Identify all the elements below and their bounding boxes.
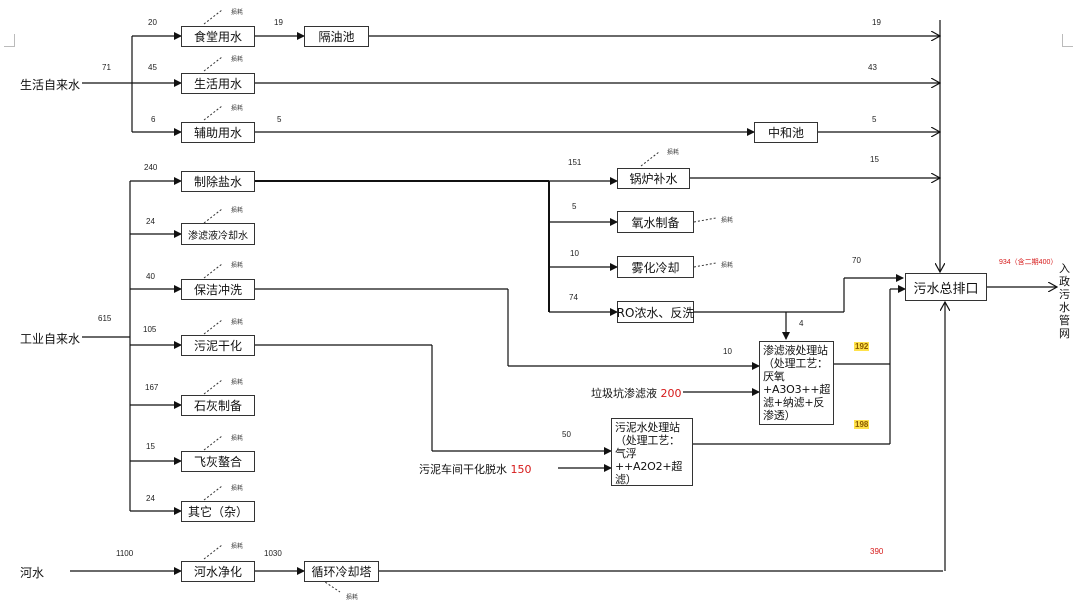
- landfill-leachate-input: 垃圾坑渗滤液 200: [591, 387, 682, 400]
- flow-canteen-to-outlet: 19: [872, 18, 881, 27]
- flow-sludge-station-out: 198: [854, 420, 870, 429]
- flow-cleaning-to-leachate: 10: [723, 347, 732, 356]
- loss-label-sludge-drying: 损耗: [231, 320, 244, 326]
- flow-desalting-in: 240: [144, 163, 158, 172]
- flow-cooling-out: 390: [870, 547, 884, 556]
- flow-industrial-in: 615: [98, 314, 112, 323]
- box-sludge-drying: 污泥干化: [181, 335, 255, 356]
- corner-mark-right: [1062, 34, 1073, 47]
- flow-leachate-cool-in: 24: [146, 217, 155, 226]
- flow-canteen-out: 19: [274, 18, 283, 27]
- corner-mark-left: [4, 34, 15, 47]
- box-cooling-tower: 循环冷却塔: [304, 561, 379, 582]
- loss-label-living: 损耗: [231, 57, 244, 63]
- box-neutralization-tank: 中和池: [754, 122, 818, 143]
- loss-label-auxiliary: 损耗: [231, 106, 244, 112]
- flow-ro-in: 74: [569, 293, 578, 302]
- flow-atomize-in: 10: [570, 249, 579, 258]
- flow-living-to-outlet: 43: [868, 63, 877, 72]
- flow-boiler-in: 151: [568, 158, 582, 167]
- loss-label-cooling-tower: 损耗: [346, 595, 359, 601]
- loss-label-boiler: 损耗: [667, 150, 680, 156]
- flow-ro-to-outlet: 70: [852, 256, 861, 265]
- loss-label-lime: 损耗: [231, 380, 244, 386]
- flow-canteen-in: 20: [148, 18, 157, 27]
- box-fly-ash: 飞灰螯合: [181, 451, 255, 472]
- box-ro-concentrate: RO浓水、反洗: [617, 301, 694, 323]
- sludge-dewater-input: 污泥车间干化脱水 150: [419, 463, 532, 476]
- flow-ammonia-in: 5: [572, 202, 577, 211]
- box-atomize-cooling: 雾化冷却: [617, 256, 694, 278]
- flow-other-in: 24: [146, 494, 155, 503]
- box-canteen-water: 食堂用水: [181, 26, 255, 47]
- loss-label-atomize: 损耗: [721, 263, 734, 269]
- box-river-purify: 河水净化: [181, 561, 255, 582]
- loss-label-canteen: 损耗: [231, 10, 244, 16]
- source-domestic-water: 生活自来水: [20, 78, 81, 92]
- flow-boiler-to-outlet: 15: [870, 155, 879, 164]
- flow-aux-out: 5: [277, 115, 282, 124]
- flow-sludge-dry-in: 105: [143, 325, 157, 334]
- box-sludge-station: 污泥水处理站（处理工艺：气浮++A2O2+超滤）: [611, 418, 693, 486]
- box-main-outlet: 污水总排口: [905, 273, 987, 301]
- box-auxiliary-water: 辅助用水: [181, 122, 255, 143]
- flow-flyash-in: 15: [146, 442, 155, 451]
- box-cleaning: 保洁冲洗: [181, 279, 255, 300]
- loss-label-other: 损耗: [231, 486, 244, 492]
- box-desalting-water: 制除盐水: [181, 171, 255, 192]
- loss-label-ammonia: 损耗: [721, 218, 734, 224]
- box-living-water: 生活用水: [181, 73, 255, 94]
- flow-river-purify-out: 1030: [264, 549, 282, 558]
- flow-living-in: 45: [148, 63, 157, 72]
- loss-label-river-purify: 损耗: [231, 544, 244, 550]
- loss-label-flyash: 损耗: [231, 436, 244, 442]
- flow-sludge-to-station: 50: [562, 430, 571, 439]
- flow-aux-in: 6: [151, 115, 156, 124]
- source-industrial-water: 工业自来水: [20, 332, 81, 346]
- loss-label-cleaning: 损耗: [231, 263, 244, 269]
- loss-label-leachate-cooling: 损耗: [231, 208, 244, 214]
- municipal-sewer-label: 入政污水管网: [1059, 262, 1070, 340]
- box-grease-trap: 隔油池: [304, 26, 369, 47]
- box-boiler-makeup: 锅炉补水: [617, 168, 690, 189]
- flow-river-in: 1100: [116, 549, 134, 558]
- box-other: 其它（杂）: [181, 501, 255, 522]
- flow-cleaning-in: 40: [146, 272, 155, 281]
- flow-lime-in: 167: [145, 383, 159, 392]
- flow-leachate-station-out: 192: [854, 342, 870, 351]
- flow-outlet-total: 934（含二期400）: [999, 259, 1058, 266]
- flow-domestic-in: 71: [102, 63, 111, 72]
- flow-neutral-to-outlet: 5: [872, 115, 877, 124]
- flow-ro-to-leachate: 4: [799, 319, 804, 328]
- box-ammonia-prep: 氧水制备: [617, 211, 694, 233]
- source-river-water: 河水: [20, 566, 45, 580]
- box-leachate-station: 渗滤液处理站（处理工艺：厌氧+A3O3++超滤+纳滤+反渗透）: [759, 341, 834, 425]
- box-lime-prep: 石灰制备: [181, 395, 255, 416]
- box-leachate-cooling: 渗滤液冷却水: [181, 223, 255, 245]
